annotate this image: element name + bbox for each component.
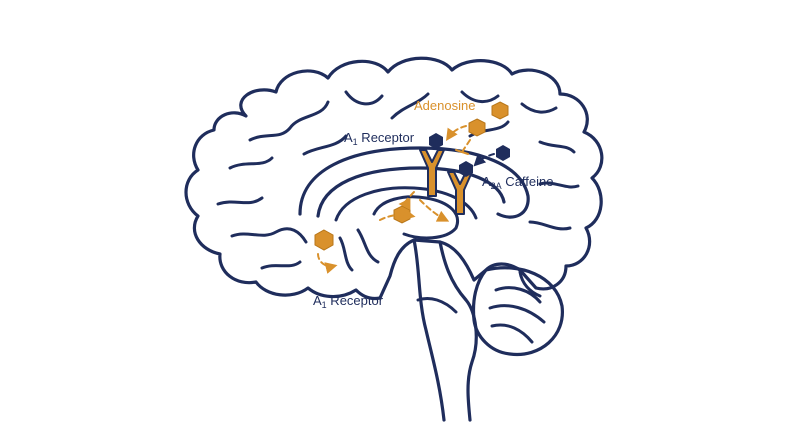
pons — [416, 297, 458, 314]
a1-receptor-bottom-label: A1 Receptor — [313, 293, 384, 310]
cerebellum-fold — [490, 323, 534, 344]
caffeine-molecule-icon — [459, 161, 473, 177]
cerebellum-fold — [488, 304, 546, 324]
sulcus-line — [390, 92, 430, 120]
sulcus-line — [538, 181, 580, 189]
brainstem — [438, 240, 478, 422]
fornix — [334, 186, 478, 222]
a2a-receptor-shape — [447, 171, 473, 215]
adenosine-molecule-icon — [468, 118, 486, 137]
arrow-caffeine-to-a2a — [473, 153, 495, 167]
sulcus-line — [520, 102, 558, 114]
caffeine-molecule-icon — [496, 145, 510, 161]
corpus-callosum-inner — [316, 166, 506, 218]
arrow-bottom-adenosine — [317, 253, 338, 274]
cerebrum-outline — [184, 56, 604, 301]
sulcus-line — [302, 134, 348, 156]
a2a-caffeine-label: A2A Caffeine — [482, 174, 553, 191]
sulcus-line — [460, 90, 500, 103]
sulcus-line — [528, 220, 572, 231]
cerebellum — [471, 266, 564, 357]
arrow-signal-down — [398, 191, 415, 210]
a1-receptor-shape — [419, 149, 445, 197]
temporal-fold — [338, 236, 354, 272]
block-indicator — [461, 139, 471, 153]
sulcus-line — [260, 260, 302, 270]
sulcus-line — [538, 140, 576, 154]
brainstem — [412, 238, 446, 422]
thalamus — [372, 195, 459, 240]
sulcus-line — [228, 156, 274, 170]
arrow-adenosine-to-a1 — [446, 125, 467, 141]
adenosine-molecule-icon — [491, 101, 509, 120]
sulcus-line — [248, 100, 330, 142]
adenosine-molecule-icon — [314, 229, 334, 251]
arrow-signal-flow — [379, 208, 416, 221]
sulcus-line — [230, 227, 308, 244]
caffeine-molecule-icon — [429, 133, 443, 149]
arrow-signal-right — [419, 199, 450, 222]
sulcus-line — [344, 90, 384, 106]
corpus-callosum — [298, 146, 530, 219]
a1-receptor-top-label: A1 Receptor — [344, 130, 415, 147]
sulcus-line — [216, 196, 264, 206]
block-bar — [455, 149, 469, 155]
cerebellum-fold — [494, 286, 542, 304]
cerebellum-fold — [518, 270, 542, 298]
temporal-fold — [356, 228, 380, 264]
adenosine-label: Adenosine — [414, 98, 475, 113]
